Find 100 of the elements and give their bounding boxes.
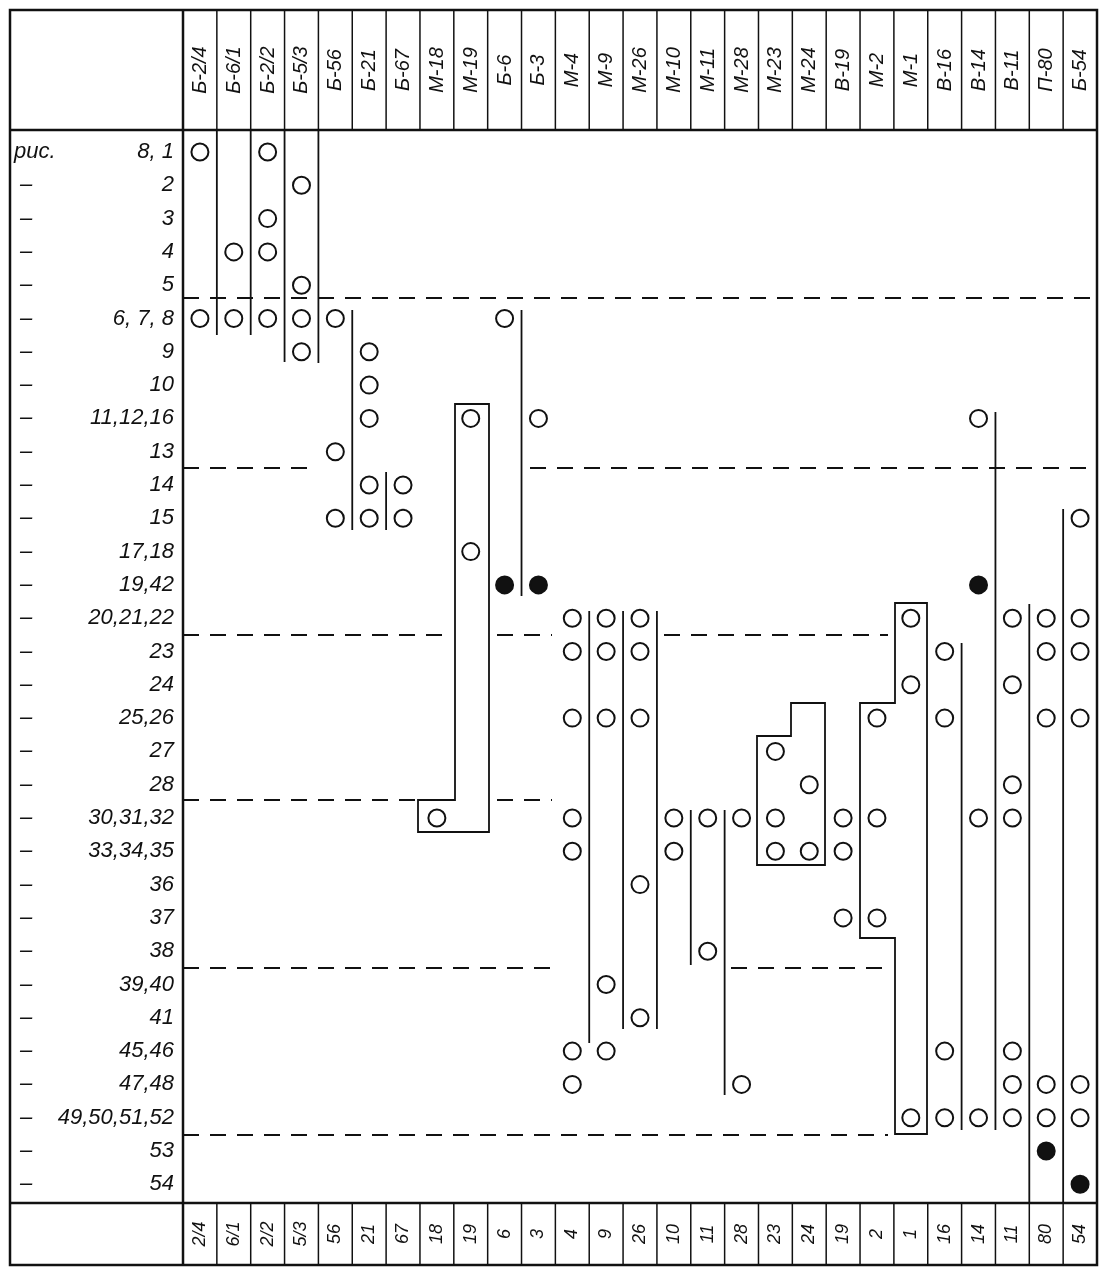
- ditto-mark: –: [20, 206, 33, 229]
- row-label: 5: [161, 273, 174, 296]
- column-number: 19: [833, 1223, 854, 1246]
- column-header: В-16: [933, 47, 956, 94]
- column-header: Б-6/1: [222, 45, 245, 96]
- ditto-mark: –: [20, 1139, 33, 1161]
- row-label: 19,42: [118, 572, 174, 595]
- ditto-mark: –: [20, 373, 33, 396]
- column-number: 6: [494, 1228, 515, 1241]
- row-label: 45,46: [118, 1039, 174, 1062]
- column-number: 2: [866, 1228, 887, 1241]
- column-header: М-4: [561, 51, 584, 90]
- column-number: 23: [765, 1223, 786, 1246]
- row-label: 3: [161, 206, 174, 229]
- ditto-mark: –: [20, 273, 33, 296]
- column-header: М-18: [425, 46, 448, 95]
- ditto-mark: –: [20, 972, 33, 995]
- column-header: Б-3: [527, 53, 550, 88]
- column-header: Б-5/3: [290, 45, 313, 96]
- row-label: 13: [149, 439, 174, 462]
- column-number: 11: [1002, 1223, 1023, 1246]
- column-header: М-1: [899, 51, 922, 90]
- column-number: 24: [799, 1223, 820, 1246]
- ditto-mark: –: [20, 739, 33, 762]
- column-header: М-9: [595, 51, 618, 90]
- row-label: 30,31,32: [88, 806, 174, 828]
- column-number: 3: [528, 1228, 549, 1241]
- ditto-mark: –: [20, 173, 33, 196]
- column-number: 26: [630, 1223, 650, 1246]
- row-label: 15: [149, 506, 174, 529]
- row-label: 11,12,16: [90, 406, 174, 429]
- column-header: М-10: [662, 46, 685, 95]
- ditto-mark: –: [20, 672, 33, 695]
- ditto-mark: –: [20, 606, 33, 629]
- column-number: 9: [596, 1228, 617, 1241]
- ditto-mark: –: [20, 339, 33, 362]
- column-header: М-28: [730, 46, 753, 95]
- row-label: 27: [149, 739, 174, 762]
- row-label: 20,21,22: [88, 606, 174, 629]
- ditto-mark: –: [20, 572, 33, 595]
- column-number: 19: [460, 1223, 481, 1246]
- row-label: 24: [149, 672, 174, 695]
- ditto-mark: –: [20, 839, 33, 862]
- row-label: 38: [149, 939, 174, 962]
- row-label: 8, 1: [137, 140, 174, 162]
- column-number: 18: [426, 1223, 447, 1246]
- row-label: 49,50,51,52: [57, 1105, 174, 1128]
- column-number: 6/1: [223, 1220, 244, 1249]
- column-number: 21: [359, 1223, 380, 1246]
- column-header: П-80: [1035, 47, 1058, 94]
- ditto-mark: –: [20, 706, 33, 729]
- column-header: Б-67: [392, 47, 415, 93]
- column-header: Б-2/2: [256, 45, 279, 96]
- ditto-mark: –: [20, 639, 33, 662]
- column-number: 10: [663, 1223, 684, 1246]
- column-number: 11: [697, 1223, 718, 1246]
- figure-label: рис.: [14, 140, 56, 162]
- ditto-mark: –: [20, 1172, 33, 1195]
- column-header: Б-54: [1069, 48, 1092, 93]
- row-label: 54: [149, 1172, 174, 1195]
- ditto-mark: –: [20, 905, 33, 928]
- row-label: 9: [161, 339, 174, 362]
- row-label: 37: [149, 905, 174, 928]
- row-label: 36: [149, 872, 174, 895]
- column-header: Б-21: [358, 48, 381, 93]
- column-header: М-2: [865, 51, 888, 90]
- row-label: 23: [149, 639, 174, 662]
- row-label: 39,40: [118, 972, 174, 995]
- ditto-mark: –: [20, 239, 33, 262]
- row-label: 25,26: [118, 706, 174, 729]
- column-number: 80: [1036, 1223, 1057, 1246]
- column-number: 2/2: [257, 1220, 278, 1249]
- row-label: 10: [149, 373, 174, 396]
- ditto-mark: –: [20, 1105, 33, 1128]
- ditto-mark: –: [20, 806, 33, 828]
- column-number: 5/3: [291, 1220, 312, 1249]
- column-header: Б-2/4: [188, 45, 211, 96]
- column-header: М-23: [764, 46, 787, 95]
- row-label: 17,18: [118, 539, 174, 562]
- column-header: Б-56: [324, 48, 347, 93]
- column-number: 1: [900, 1228, 921, 1241]
- row-label: 33,34,35: [88, 839, 174, 862]
- column-number: 54: [1070, 1223, 1091, 1246]
- ditto-mark: –: [20, 539, 33, 562]
- row-label: 4: [161, 239, 174, 262]
- row-label: 2: [161, 173, 174, 196]
- column-header: М-19: [459, 46, 482, 95]
- ditto-mark: –: [20, 1072, 33, 1095]
- column-header: Б-6: [493, 53, 516, 88]
- row-label: 47,48: [118, 1072, 174, 1095]
- ditto-mark: –: [20, 306, 33, 329]
- column-number: 28: [731, 1223, 752, 1246]
- column-header: В-14: [967, 47, 990, 94]
- ditto-mark: –: [20, 439, 33, 462]
- row-label: 14: [149, 473, 174, 495]
- column-header: В-11: [1001, 48, 1024, 93]
- column-number: 2/4: [189, 1220, 210, 1249]
- ditto-mark: –: [20, 1039, 33, 1062]
- row-label: 53: [149, 1139, 174, 1161]
- ditto-mark: –: [20, 939, 33, 962]
